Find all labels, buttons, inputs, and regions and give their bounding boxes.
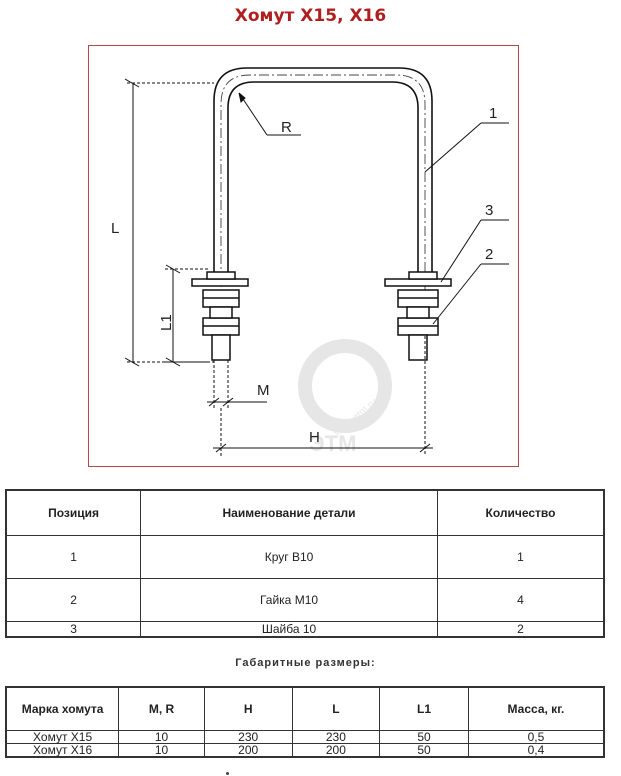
cell-l1: 50 xyxy=(379,730,469,744)
label-h: H xyxy=(309,429,320,446)
leader-pos1 xyxy=(424,122,509,173)
cell-quantity: 1 xyxy=(436,535,605,579)
header-quantity: Количество xyxy=(436,489,605,536)
table-row: 2 Гайка М10 4 xyxy=(5,578,605,622)
parts-table: Позиция Наименование детали Количество 1… xyxy=(5,489,605,638)
table-row: 1 Круг В10 1 xyxy=(5,535,605,579)
cell-l: 200 xyxy=(291,743,381,758)
label-pos2: 2 xyxy=(485,246,493,263)
label-pos3: 3 xyxy=(485,202,493,219)
cell-position: 2 xyxy=(5,578,142,622)
table-row: Хомут Х16 10 200 200 50 0,4 xyxy=(5,743,605,758)
header-h: H xyxy=(203,686,293,731)
u-bolt-body xyxy=(213,67,433,336)
header-brand: Марка хомута xyxy=(5,686,120,731)
leader-pos2 xyxy=(432,263,509,325)
label-m: M xyxy=(257,382,270,399)
cell-part-name: Круг В10 xyxy=(140,535,438,579)
footer-dot xyxy=(226,772,229,775)
header-m-r: M, R xyxy=(118,686,205,731)
label-l: L xyxy=(111,220,119,237)
header-position: Позиция xyxy=(5,489,142,536)
cell-position: 3 xyxy=(5,621,142,638)
parts-header-row: Позиция Наименование детали Количество xyxy=(5,489,605,536)
cell-part-name: Гайка М10 xyxy=(140,578,438,622)
table-row: Хомут Х15 10 230 230 50 0,5 xyxy=(5,730,605,744)
cell-quantity: 4 xyxy=(436,578,605,622)
cell-h: 230 xyxy=(203,730,293,744)
technical-drawing: ЭТМ www.etm.ru xyxy=(88,45,519,467)
cell-brand: Хомут Х16 xyxy=(5,743,120,758)
dimension-l xyxy=(124,78,214,367)
watermark-text: ЭТМ xyxy=(309,431,356,456)
cell-position: 1 xyxy=(5,535,142,579)
dimension-l1 xyxy=(165,264,209,367)
cell-part-name: Шайба 10 xyxy=(140,621,438,638)
right-fastener xyxy=(384,271,452,361)
header-l: L xyxy=(291,686,381,731)
leader-pos3 xyxy=(440,219,509,283)
header-mass: Масса, кг. xyxy=(467,686,605,731)
label-pos1: 1 xyxy=(489,105,497,122)
cell-mass: 0,5 xyxy=(467,730,605,744)
sizes-table: Марка хомута M, R H L L1 Масса, кг. Хому… xyxy=(5,686,605,758)
header-part-name: Наименование детали xyxy=(140,489,438,536)
table-row: 3 Шайба 10 2 xyxy=(5,621,605,638)
label-l1: L1 xyxy=(158,314,175,331)
radius-callout xyxy=(238,92,301,136)
cell-h: 200 xyxy=(203,743,293,758)
dimension-h xyxy=(213,336,433,456)
sizes-caption: Габаритные размеры: xyxy=(235,657,376,669)
cell-m-r: 10 xyxy=(118,730,205,744)
u-bolt-drawing: ЭТМ www.etm.ru xyxy=(111,67,509,456)
label-r: R xyxy=(281,119,292,136)
sizes-header-row: Марка хомута M, R H L L1 Масса, кг. xyxy=(5,686,605,731)
cell-l1: 50 xyxy=(379,743,469,758)
header-l1: L1 xyxy=(379,686,469,731)
dimension-m xyxy=(207,360,267,408)
left-fastener xyxy=(191,271,249,361)
cell-l: 230 xyxy=(291,730,381,744)
cell-quantity: 2 xyxy=(436,621,605,638)
cell-m-r: 10 xyxy=(118,743,205,758)
page-title: Хомут Х15, Х16 xyxy=(234,6,387,26)
cell-mass: 0,4 xyxy=(467,743,605,758)
cell-brand: Хомут Х15 xyxy=(5,730,120,744)
